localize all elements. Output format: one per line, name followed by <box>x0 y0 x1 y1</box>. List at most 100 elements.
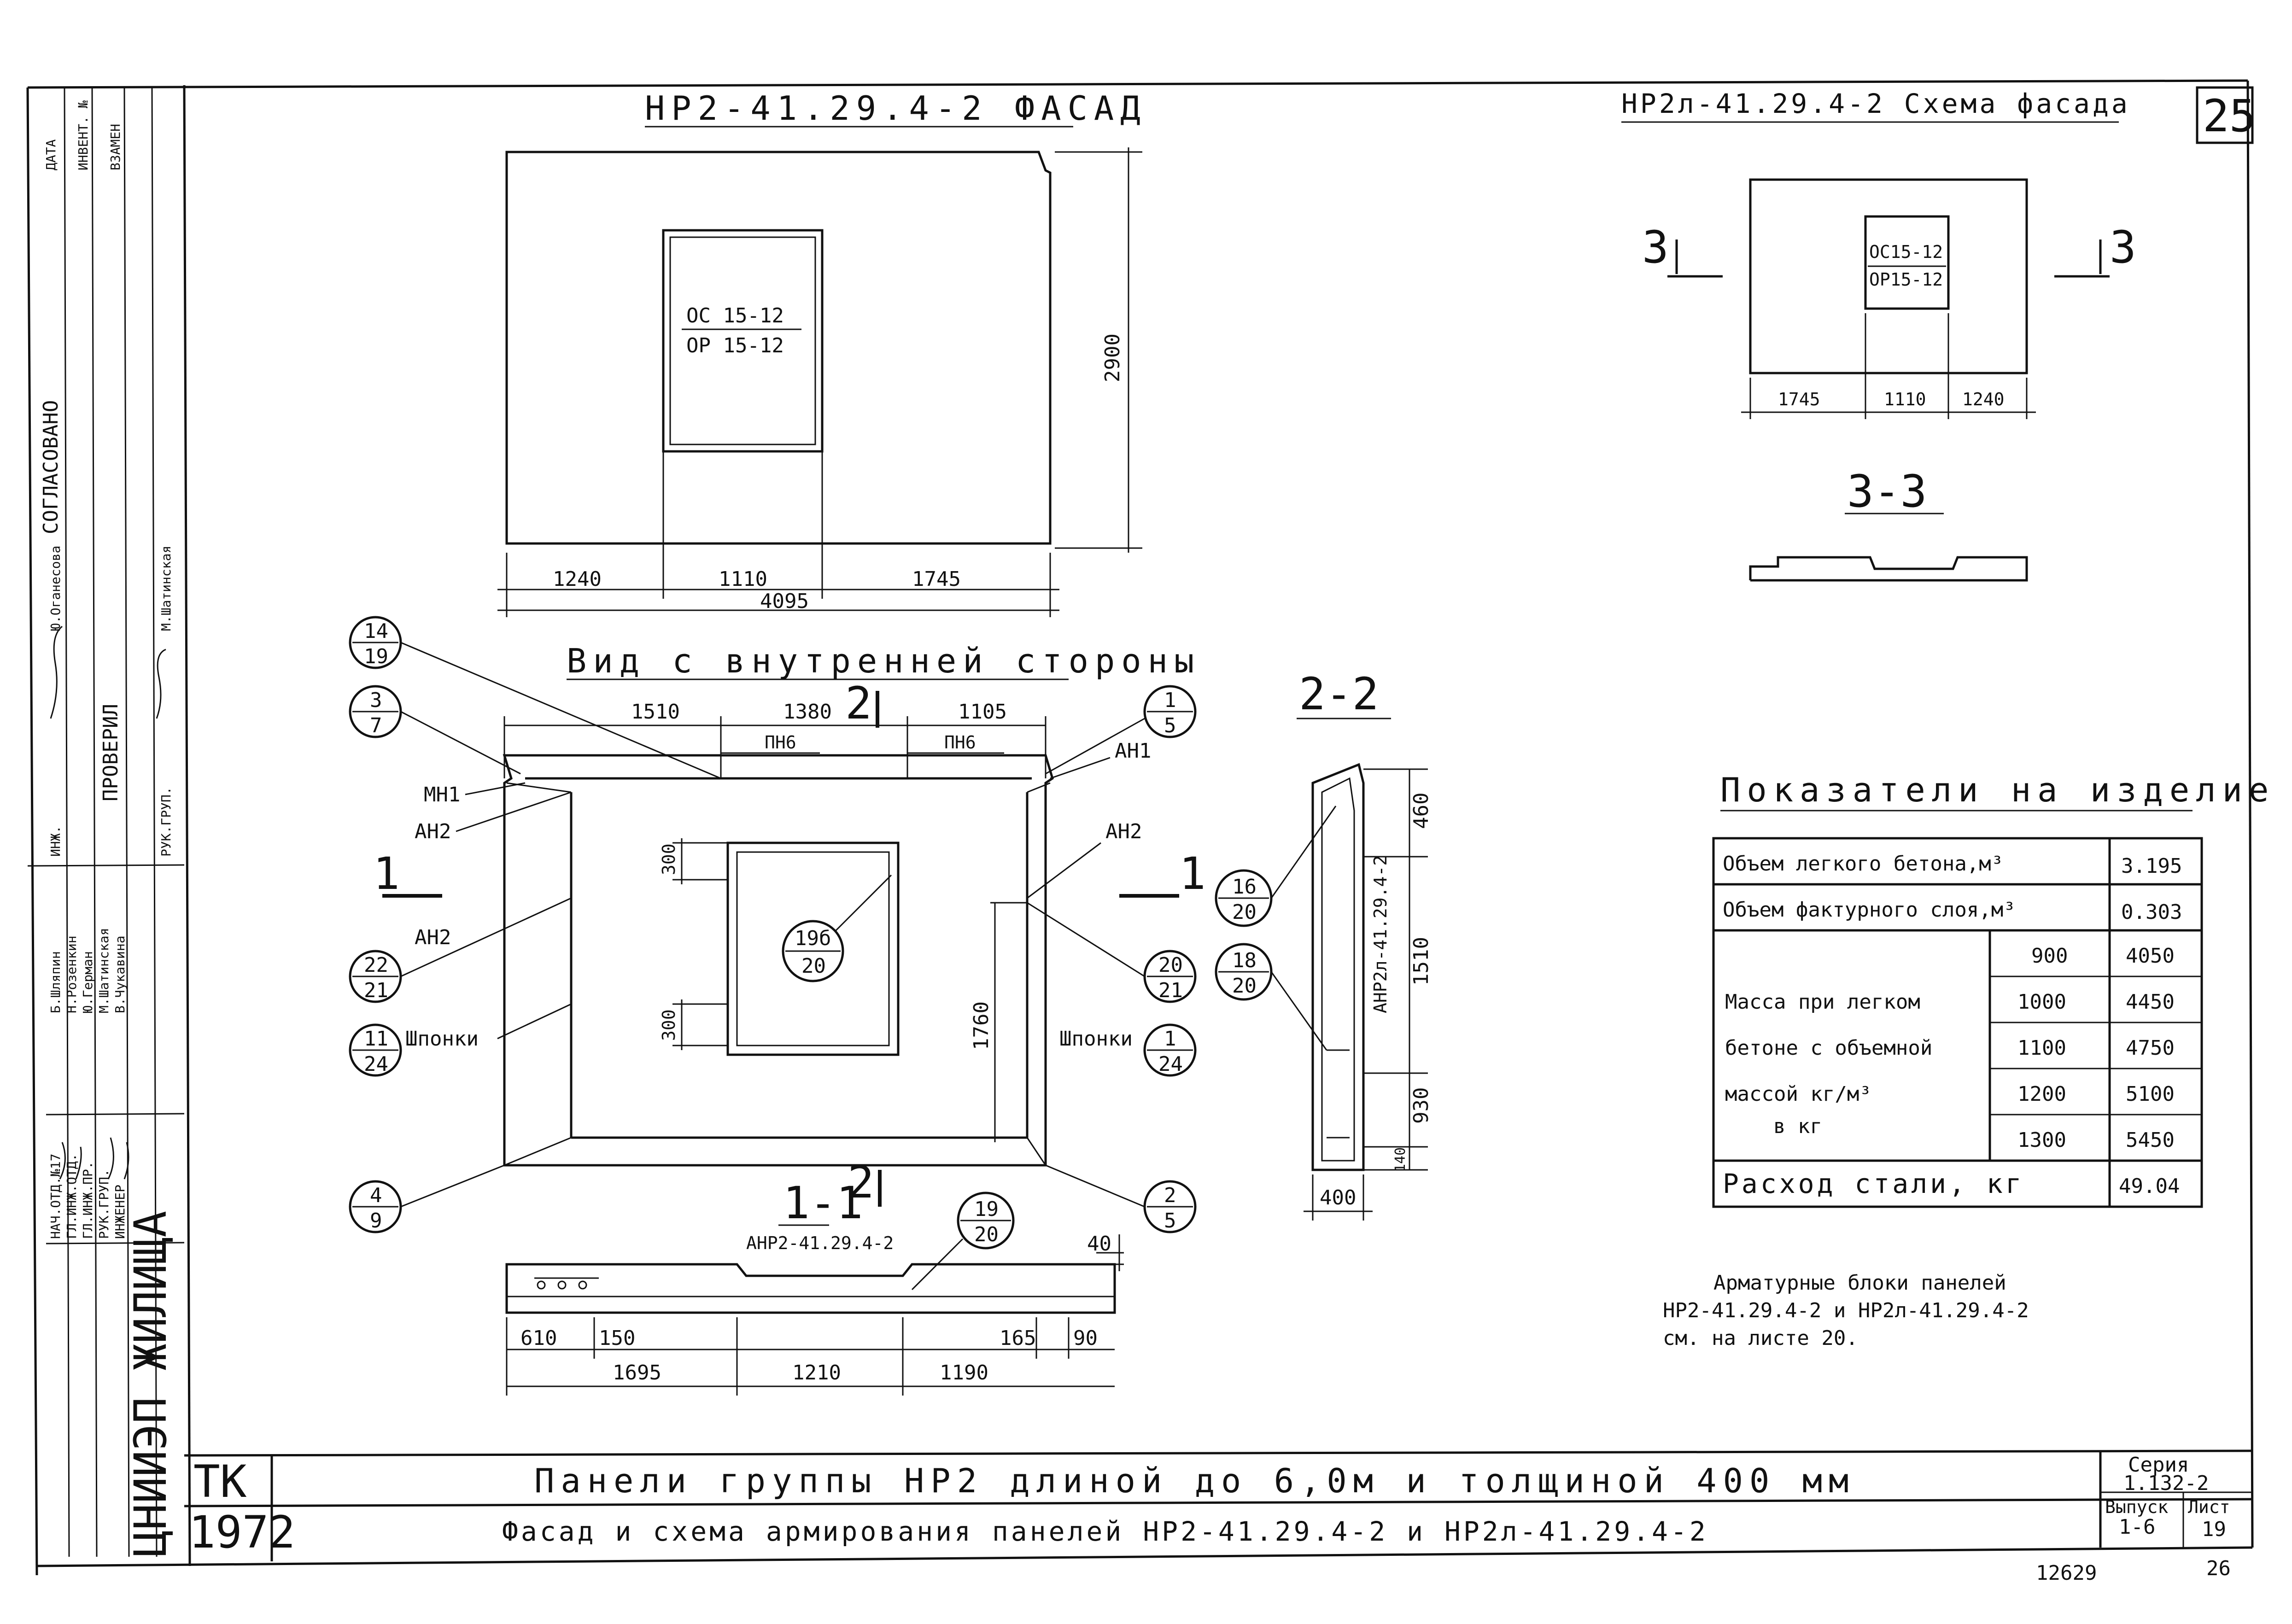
side-mark-left: 1 <box>373 848 400 900</box>
svg-text:7: 7 <box>370 714 382 737</box>
issue-label: Выпуск <box>2105 1497 2168 1517</box>
inner-top-dim-3: 1105 <box>958 700 1007 724</box>
steel-value: 49.04 <box>2119 1174 2180 1198</box>
facade-scheme: НР2л-41.29.4-2 Схема фасада ОС15-12 ОР15… <box>1621 88 2136 582</box>
stamp-role-3: ГЛ.ИНЖ.ПР. <box>80 1161 95 1239</box>
callout-14-19: 14 19 <box>349 616 721 779</box>
callout-22-21: 22 21 <box>349 897 572 1003</box>
facade-title: НР2-41.29.4-2 ФАСАД <box>645 89 1147 128</box>
callout-1-5: 1 5 <box>1045 685 1197 775</box>
svg-text:20: 20 <box>1158 953 1183 977</box>
sheet-value: 19 <box>2202 1518 2226 1541</box>
svg-text:24: 24 <box>364 1052 388 1076</box>
stamp-checker-role-1: ИНЖ. <box>48 826 63 857</box>
stamp-name-3: Ю.Герман <box>80 951 95 1013</box>
stamp-checker-name-1: Ю.Оганесова <box>48 546 63 631</box>
section-1-1-mark: 2 <box>848 1157 874 1208</box>
s22-width: 400 <box>1320 1186 1356 1209</box>
label-shponki-right: Шпонки <box>1059 1027 1133 1051</box>
mass-1100: 4750 <box>2126 1036 2175 1060</box>
inner-view-title: Вид с внутренней стороны <box>567 642 1200 680</box>
svg-text:21: 21 <box>364 979 388 1002</box>
svg-text:24: 24 <box>1158 1052 1183 1076</box>
callout-20-21: 20 21 <box>1027 902 1197 1003</box>
s22-dim-140: 140 <box>1392 1147 1409 1172</box>
scheme-cut-right: 3 <box>2110 222 2136 273</box>
inner-top-dim-1: 1510 <box>631 700 680 724</box>
series-label: Серия <box>2128 1453 2189 1477</box>
stamp-header-inv: ИНВЕНТ. № <box>76 100 91 170</box>
svg-text:20: 20 <box>801 954 826 978</box>
stamp-role-4: РУК.ГРУП. <box>96 1169 111 1239</box>
callout-3-7: 3 7 <box>349 685 521 775</box>
svg-text:16: 16 <box>1232 875 1257 899</box>
s11-dim-1190: 1190 <box>940 1361 988 1384</box>
svg-text:3: 3 <box>370 689 382 712</box>
footer-inventory-number: 12629 <box>2036 1561 2097 1585</box>
mass-label-line-4: в кг <box>1773 1115 1822 1138</box>
stamp-checker-name-2: М.Шатинская <box>158 546 174 631</box>
callout-1-24: 1 24 <box>1143 1023 1197 1077</box>
svg-text:19: 19 <box>364 645 388 668</box>
section-1-1-block: АНР2-41.29.4-2 <box>746 1233 894 1253</box>
reinforcement-note: Арматурные блоки панелей НР2-41.29.4-2 и… <box>1663 1271 2029 1350</box>
callout-18-20: 18 20 <box>1215 943 1327 1051</box>
facade-window-bottom: ОР 15-12 <box>686 334 784 357</box>
row-light-concrete-label: Объем легкого бетона,м³ <box>1723 852 2003 876</box>
s11-dim-1695: 1695 <box>613 1361 661 1384</box>
tk-label: ТК <box>193 1456 247 1507</box>
scheme-window-top: ОС15-12 <box>1869 242 1943 262</box>
scheme-cut-left: 3 <box>1642 222 1669 273</box>
stamp-checker-role-2: РУК.ГРУП. <box>158 787 174 857</box>
note-line-2: НР2-41.29.4-2 и НР2л-41.29.4-2 <box>1663 1299 2029 1322</box>
svg-text:5: 5 <box>1164 1209 1176 1233</box>
loop-label-left: ПН6 <box>765 732 796 753</box>
svg-text:1: 1 <box>1164 1027 1176 1051</box>
label-shponki-left: Шпонки <box>405 1027 479 1051</box>
s11-dim-610: 610 <box>520 1326 557 1350</box>
label-an2-left-mid: АН2 <box>415 926 451 949</box>
callout-11-24: 11 24 <box>349 1023 402 1077</box>
sheet-number: 25 <box>2203 90 2256 142</box>
scheme-seg-1: 1745 <box>1778 389 1820 409</box>
inner-view: Вид с внутренней стороны 1510 1380 1105 … <box>349 616 1206 1233</box>
facade-view: НР2-41.29.4-2 ФАСАД ОС 15-12 ОР 15-12 29… <box>497 89 1147 617</box>
svg-text:19: 19 <box>974 1198 999 1221</box>
stamp-role-5: ИНЖЕНЕР <box>112 1185 128 1239</box>
mass-1300: 5450 <box>2126 1128 2175 1152</box>
stamp-name-2: Н.Розенкин <box>64 935 79 1013</box>
callout-19-20: 19 20 <box>911 1192 1015 1291</box>
stamp-checked: ПРОВЕРИЛ <box>99 704 123 801</box>
section-3-3-title: 3-3 <box>1847 466 1927 517</box>
row-light-concrete-value: 3.195 <box>2121 854 2182 878</box>
svg-text:19б: 19б <box>795 927 831 950</box>
stamp-name-5: В.Чукавина <box>112 935 128 1013</box>
indicators-table: Показатели на изделие Объем легкого бето… <box>1712 771 2275 1208</box>
svg-text:9: 9 <box>370 1209 382 1233</box>
side-mark-right: 1 <box>1179 848 1206 900</box>
inner-top-dim-2: 1380 <box>783 700 832 724</box>
stamp-name-4: М.Шатинская <box>96 928 111 1013</box>
facade-height-dim: 2900 <box>1101 333 1124 382</box>
density-1000: 1000 <box>2017 990 2066 1014</box>
stamp-role-1: НАЧ.ОТД.№17 <box>48 1154 63 1239</box>
mass-1000: 4450 <box>2126 990 2175 1014</box>
mass-label-line-1: Масса при легком <box>1725 990 1920 1014</box>
density-1300: 1300 <box>2017 1128 2066 1152</box>
steel-label: Расход стали, кг <box>1723 1168 2024 1199</box>
callout-16-20: 16 20 <box>1215 806 1337 927</box>
title-line-1: Панели группы НР2 длиной до 6,0м и толщи… <box>534 1461 1855 1500</box>
facade-seg-3: 1745 <box>912 567 961 591</box>
indicators-title: Показатели на изделие <box>1720 771 2275 809</box>
side-stamp: СОГЛАСОВАНО ПРОВЕРИЛ ДАТА ИНВЕНТ. № ВЗАМ… <box>27 87 185 1557</box>
section-1-1-right-dim: 40 <box>1087 1232 1111 1256</box>
s22-dim-930: 930 <box>1409 1087 1433 1124</box>
loop-label-right: ПН6 <box>944 732 976 753</box>
sheet-label: Лист <box>2188 1497 2230 1517</box>
title-block: ТК 1972 Панели группы НР2 длиной до 6,0м… <box>184 1451 2253 1561</box>
org-logo: ЦНИИЭП ЖИЛИЩА <box>125 1211 176 1557</box>
note-line-1: Арматурные блоки панелей <box>1713 1271 2006 1295</box>
note-line-3: см. на листе 20. <box>1663 1326 1858 1350</box>
series-value: 1.132-2 <box>2123 1472 2209 1495</box>
